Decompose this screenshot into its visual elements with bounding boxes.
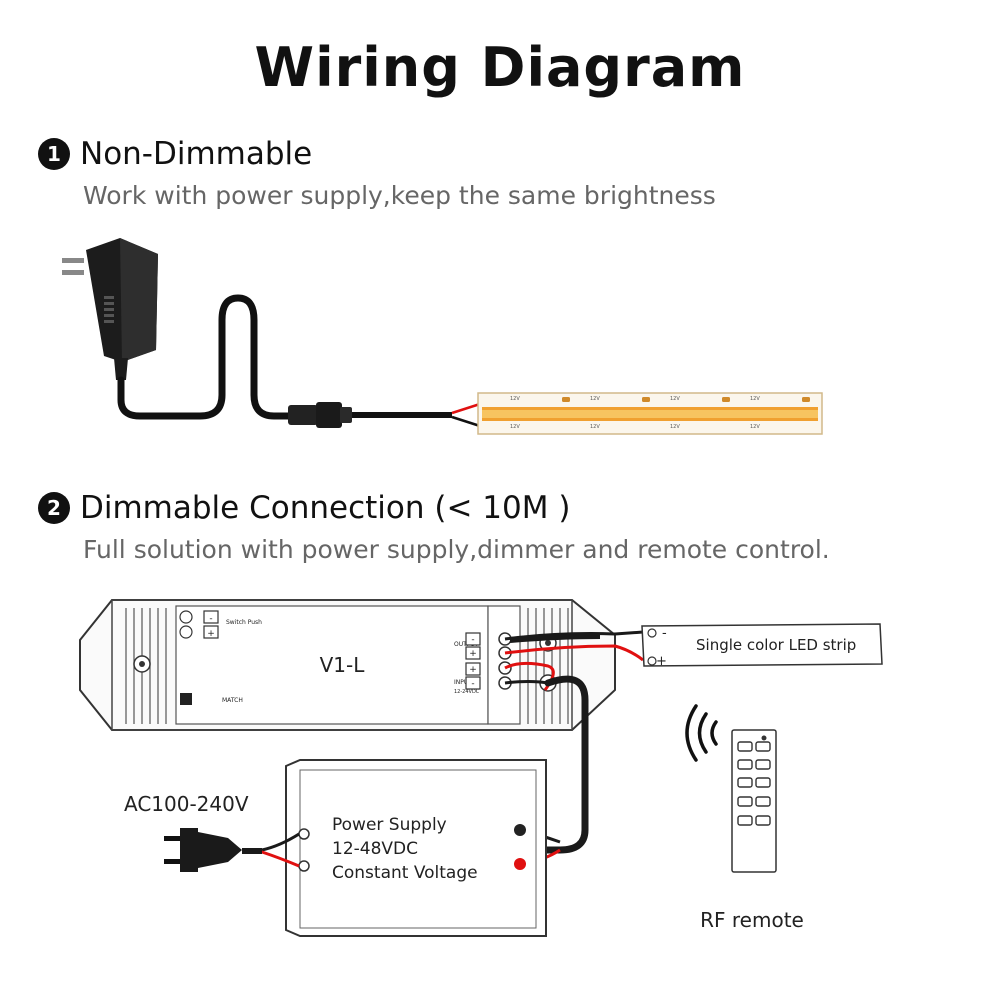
- strip-voltage-marking: 12V: [510, 396, 520, 402]
- led-strip-plus-symbol: +: [656, 654, 667, 669]
- power-supply-label-line1: Power Supply: [332, 815, 447, 835]
- ac-red-wire: [242, 850, 300, 868]
- strip-black-wire: [451, 415, 481, 428]
- led-strip-label: Single color LED strip: [696, 636, 856, 654]
- strip-voltage-marking: 12V: [750, 424, 760, 430]
- output-plus-symbol: +: [469, 649, 477, 659]
- wireless-signal-icon: [685, 704, 718, 762]
- power-adapter: [62, 238, 158, 380]
- dc-supply-cable: [521, 675, 589, 854]
- input-voltage-range: 12-24VDC: [454, 689, 480, 695]
- input-terminal-label: INPUT: [454, 679, 472, 686]
- strip-voltage-marking: 12V: [590, 396, 600, 402]
- section-1-number-badge: 1: [38, 138, 70, 170]
- strip-red-wire: [451, 402, 481, 415]
- power-supply-label-line3: Constant Voltage: [332, 863, 478, 883]
- switch-push-label: Switch Push: [226, 619, 262, 626]
- single-color-led-strip: - + Single color LED strip: [641, 623, 883, 669]
- adapter-dc-cable: [117, 294, 294, 420]
- output-cable-sheath: [509, 633, 601, 643]
- dc-barrel-connector: [288, 402, 352, 428]
- led-strip-minus-symbol: -: [662, 626, 667, 641]
- input-minus-symbol: -: [471, 679, 474, 689]
- v1l-dimmer-controller: - + Switch Push MATCH V1-L OUTPUT INPUT …: [79, 599, 616, 731]
- match-button-label: MATCH: [222, 697, 243, 704]
- section-2-heading: 2 Dimmable Connection (< 10M ): [38, 490, 570, 526]
- power-supply-unit: Power Supply 12-48VDC Constant Voltage: [285, 759, 547, 937]
- strip-voltage-marking: 12V: [670, 424, 680, 430]
- strip-voltage-marking: 12V: [590, 424, 600, 430]
- strip-voltage-marking: 12V: [670, 396, 680, 402]
- section-2-title: Dimmable Connection (< 10M ): [80, 490, 571, 526]
- strip-voltage-marking: 12V: [750, 396, 760, 402]
- switch-plus-symbol: +: [207, 629, 215, 639]
- led-strip-red-wire: [504, 644, 644, 662]
- input-plus-symbol: +: [469, 665, 477, 675]
- section-1-heading: 1 Non-Dimmable: [38, 136, 312, 172]
- section-2-subtitle: Full solution with power supply,dimmer a…: [83, 535, 830, 564]
- output-minus-symbol: -: [471, 635, 474, 645]
- ac-voltage-label: AC100-240V: [124, 792, 249, 816]
- strip-solder-pad: [642, 397, 650, 402]
- strip-solder-pad: [562, 397, 570, 402]
- section-2-number-badge: 2: [38, 492, 70, 524]
- section-1-subtitle: Work with power supply,keep the same bri…: [83, 181, 716, 210]
- dimmer-input-black-wire: [504, 680, 549, 685]
- page-title: Wiring Diagram: [254, 36, 746, 99]
- cob-led-strip: 12V 12V 12V 12V 12V 12V 12V 12V: [477, 392, 823, 435]
- rf-remote: RF remote: [685, 704, 804, 932]
- power-supply-label-line2: 12-48VDC: [332, 839, 418, 859]
- rf-remote-label: RF remote: [700, 908, 804, 932]
- section-1-title: Non-Dimmable: [80, 136, 313, 172]
- ac-mains-plug: [164, 828, 242, 872]
- switch-minus-symbol: -: [209, 614, 212, 624]
- strip-voltage-marking: 12V: [510, 424, 520, 430]
- strip-solder-pad: [722, 397, 730, 402]
- ac-black-wire: [242, 832, 300, 852]
- strip-solder-pad: [802, 397, 810, 402]
- dimmer-model-label: V1-L: [320, 653, 366, 677]
